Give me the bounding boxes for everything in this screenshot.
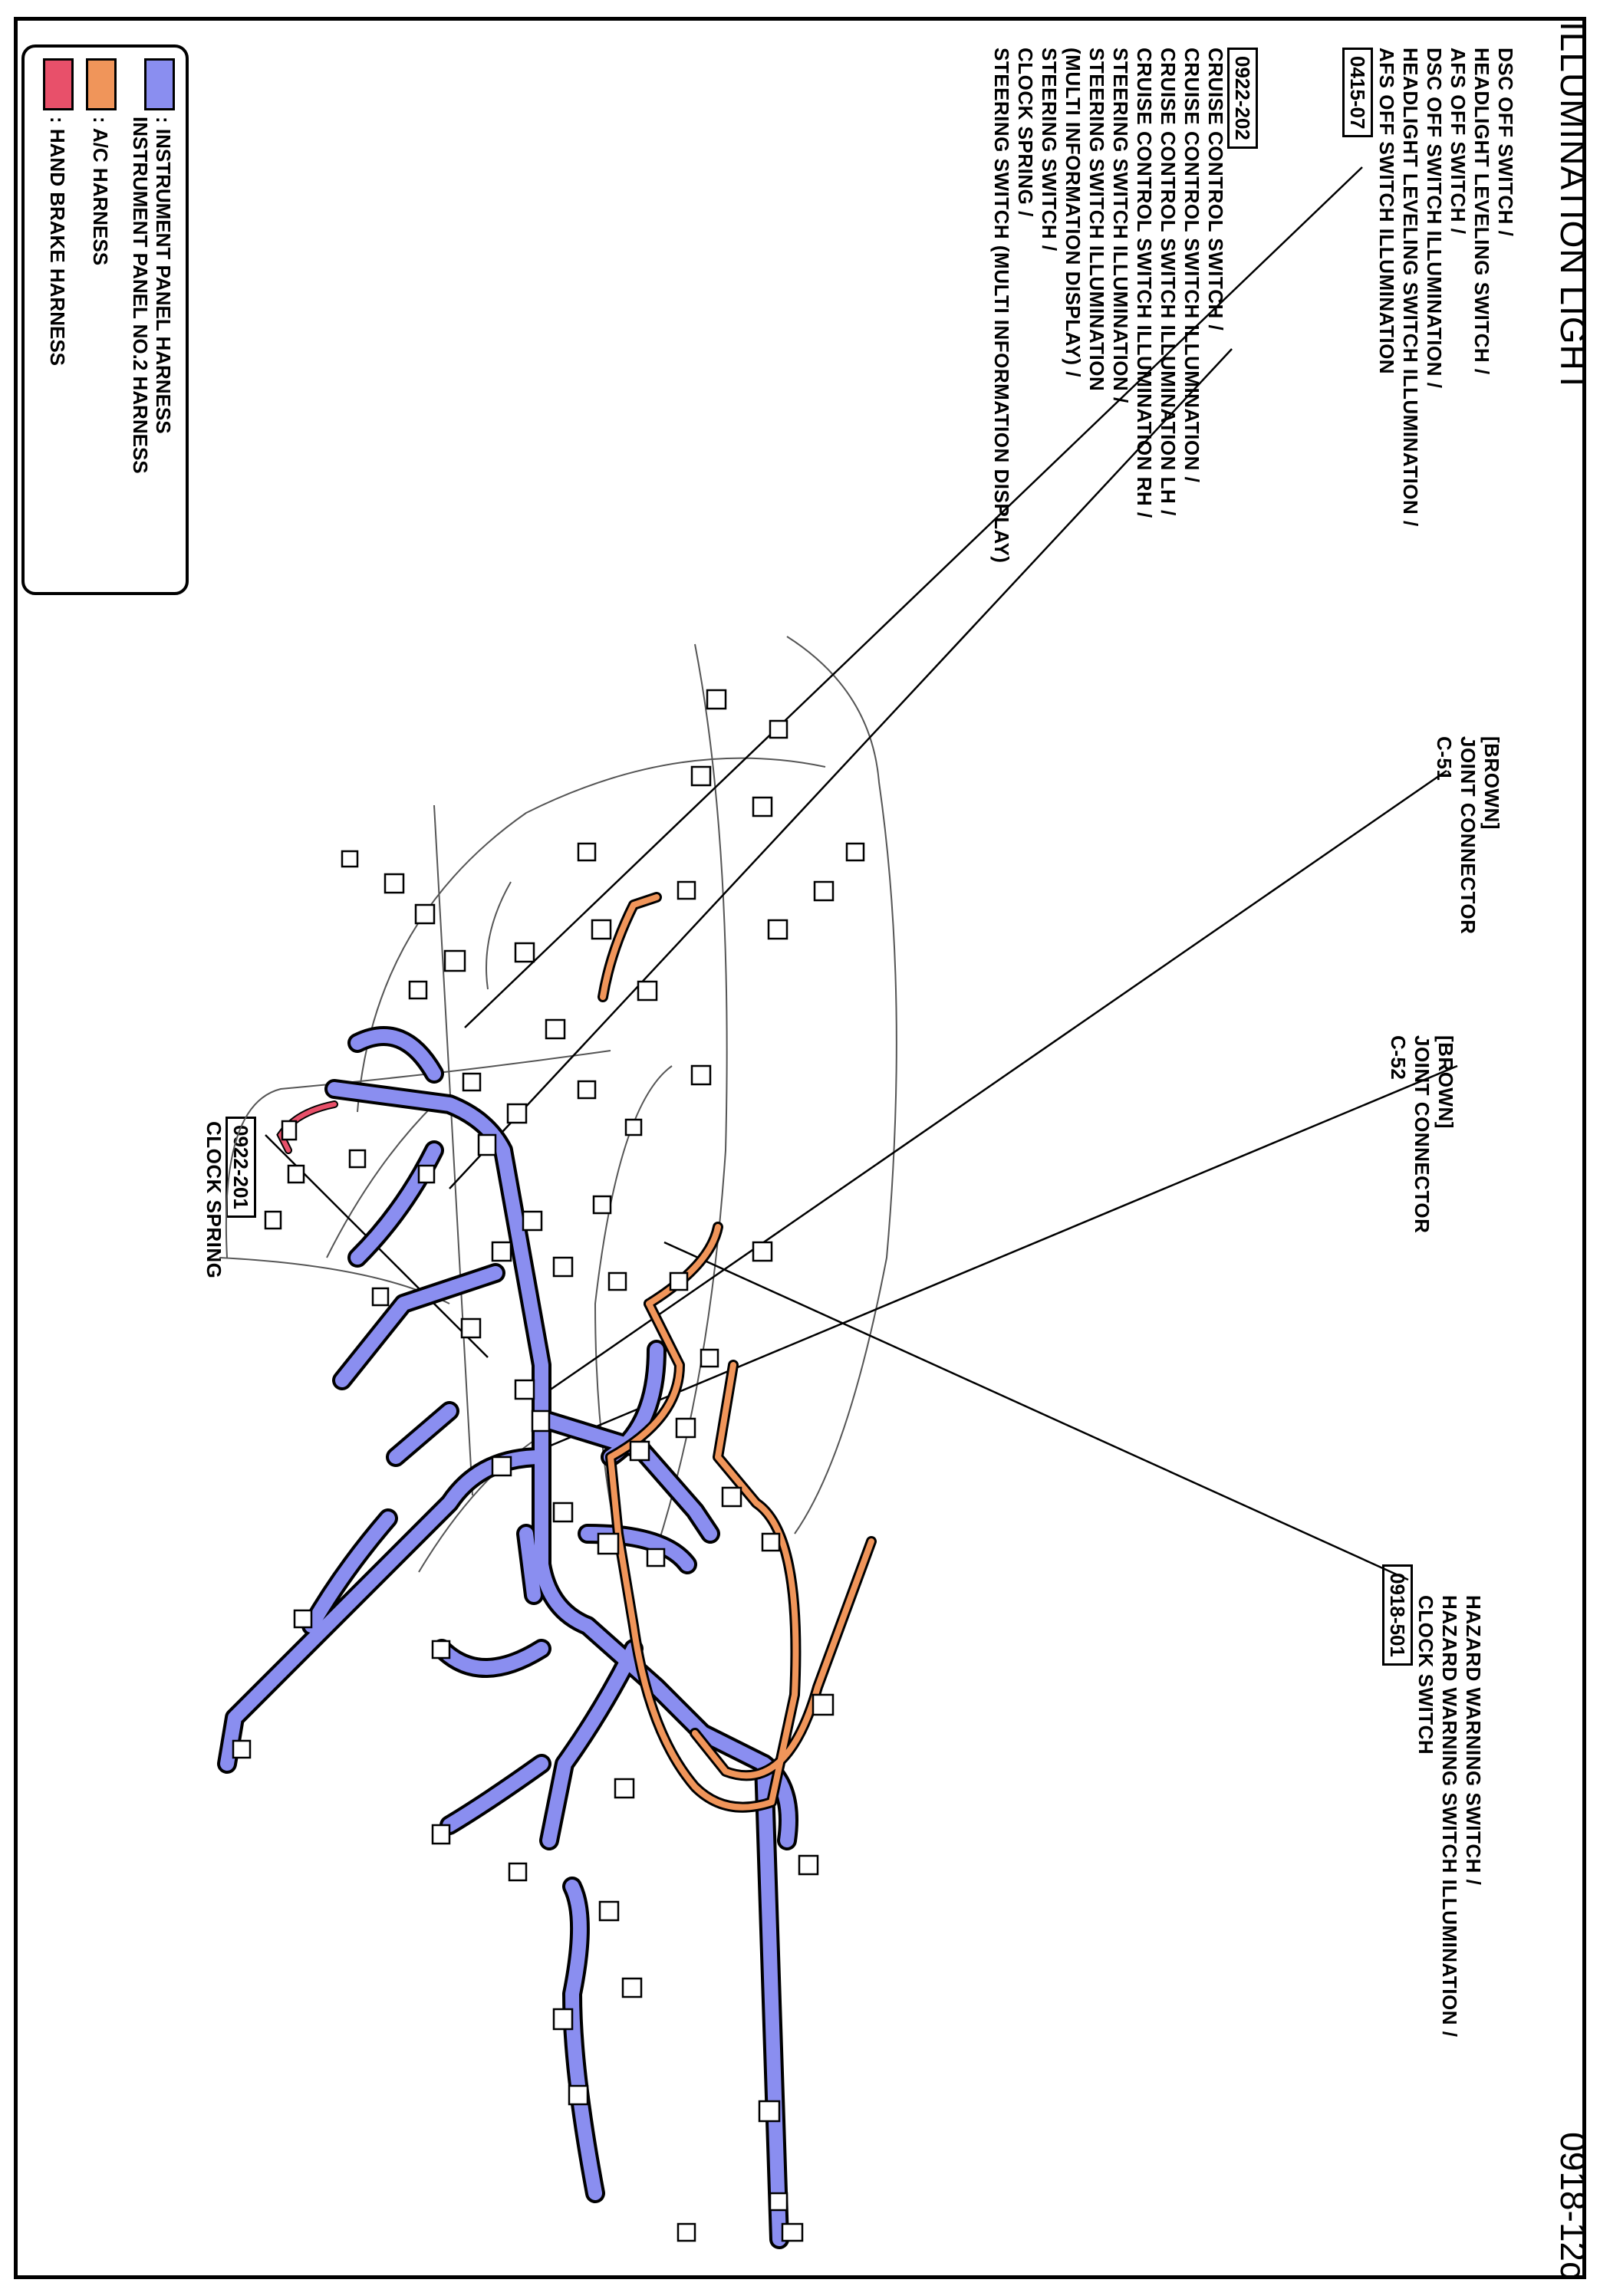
- leader-lines: [265, 166, 1458, 1581]
- dashboard-outline: [219, 636, 897, 1581]
- connectors: [232, 689, 865, 2242]
- ac-harness: [600, 894, 874, 1811]
